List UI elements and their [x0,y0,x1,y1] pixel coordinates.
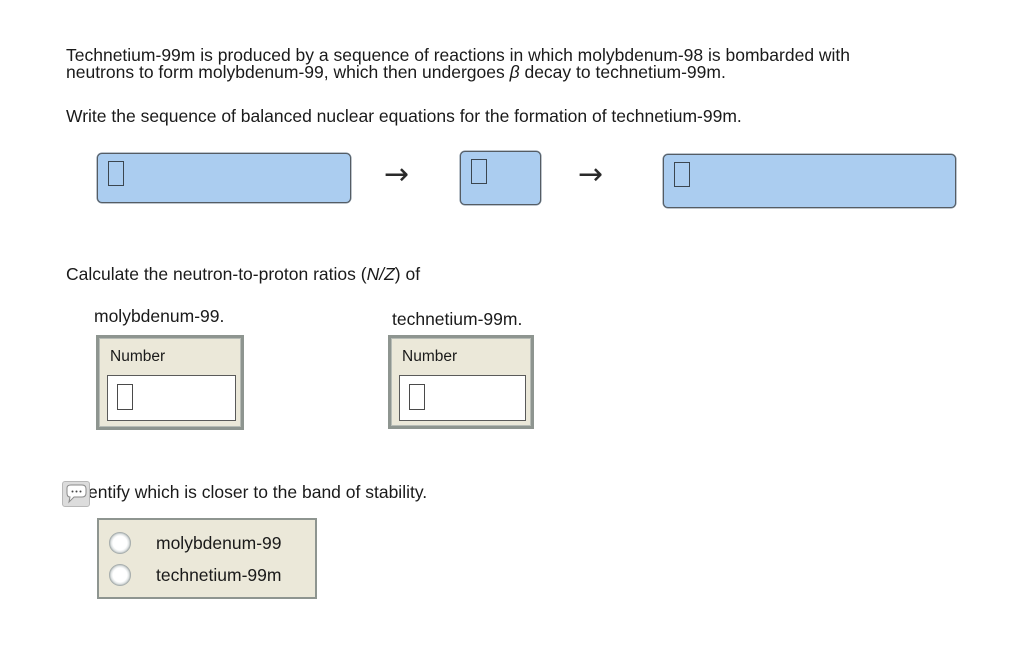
option-technetium-99m[interactable]: technetium-99m [109,562,281,588]
radio-button-icon[interactable] [109,564,131,586]
input-cursor-placeholder[interactable] [108,161,124,186]
intermediate-input[interactable] [460,151,541,205]
stability-prompt: entify which is closer to the band of st… [88,482,428,502]
number-label: Number [110,348,166,365]
technetium-ratio-label: technetium-99m. [392,309,523,329]
option-label: molybdenum-99 [156,532,282,553]
question-intro: Technetium-99m is produced by a sequence… [66,45,851,82]
number-label: Number [402,348,458,365]
reaction-1-input[interactable] [97,153,351,203]
equation-instruction: Write the sequence of balanced nuclear e… [66,106,742,126]
molybdenum-ratio-input[interactable] [107,375,236,421]
radio-button-icon[interactable] [109,532,131,554]
input-cursor-placeholder [117,384,133,410]
technetium-ratio-input[interactable] [399,375,526,421]
reaction-arrow-1: → [384,157,410,192]
molybdenum-ratio-label: molybdenum-99. [94,306,225,326]
stability-options: molybdenum-99 technetium-99m [97,518,317,599]
reaction-arrow-2: → [578,157,604,192]
technetium-ratio-box: Number [388,335,534,429]
comment-icon[interactable] [62,481,90,507]
option-molybdenum-99[interactable]: molybdenum-99 [109,530,281,556]
molybdenum-ratio-box: Number [96,335,244,430]
input-cursor-placeholder [409,384,425,410]
beta-symbol: β [509,62,520,82]
ratio-prompt: Calculate the neutron-to-proton ratios (… [66,264,421,284]
speech-bubble-icon [66,484,87,504]
intro-line-2: neutrons to form molybdenum-99, which th… [66,62,726,82]
intro-line-1: Technetium-99m is produced by a sequence… [66,45,851,65]
option-label: technetium-99m [156,564,282,585]
input-cursor-placeholder[interactable] [674,162,690,187]
nz-variable: N/Z [366,264,395,284]
input-cursor-placeholder[interactable] [471,159,487,184]
reaction-2-input[interactable] [663,154,956,208]
